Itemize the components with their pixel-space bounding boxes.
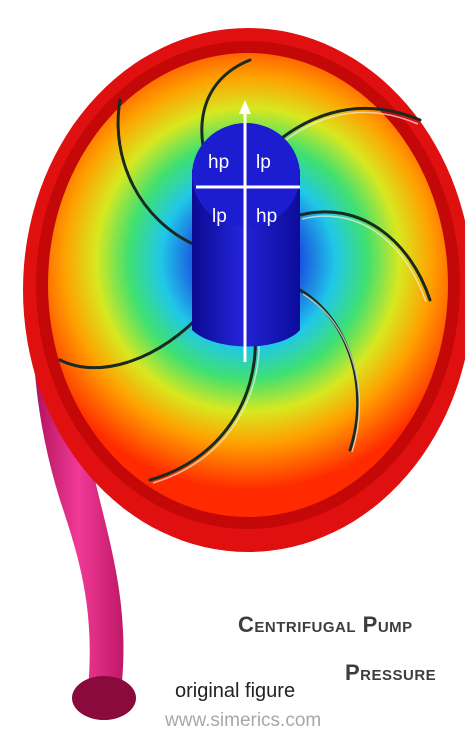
outlet-opening <box>72 676 136 720</box>
source-website: www.simerics.com <box>165 710 321 732</box>
figure-title-line1: Centrifugal Pump <box>238 612 413 638</box>
figure-caption: original figure <box>175 680 295 703</box>
figure-title-line2: Pressure <box>345 660 436 686</box>
quadrant-label-top-right: lp <box>256 152 271 173</box>
quadrant-label-top-left: hp <box>208 152 229 173</box>
quadrant-label-bottom-right: hp <box>256 206 277 227</box>
quadrant-label-bottom-left: lp <box>212 206 227 227</box>
